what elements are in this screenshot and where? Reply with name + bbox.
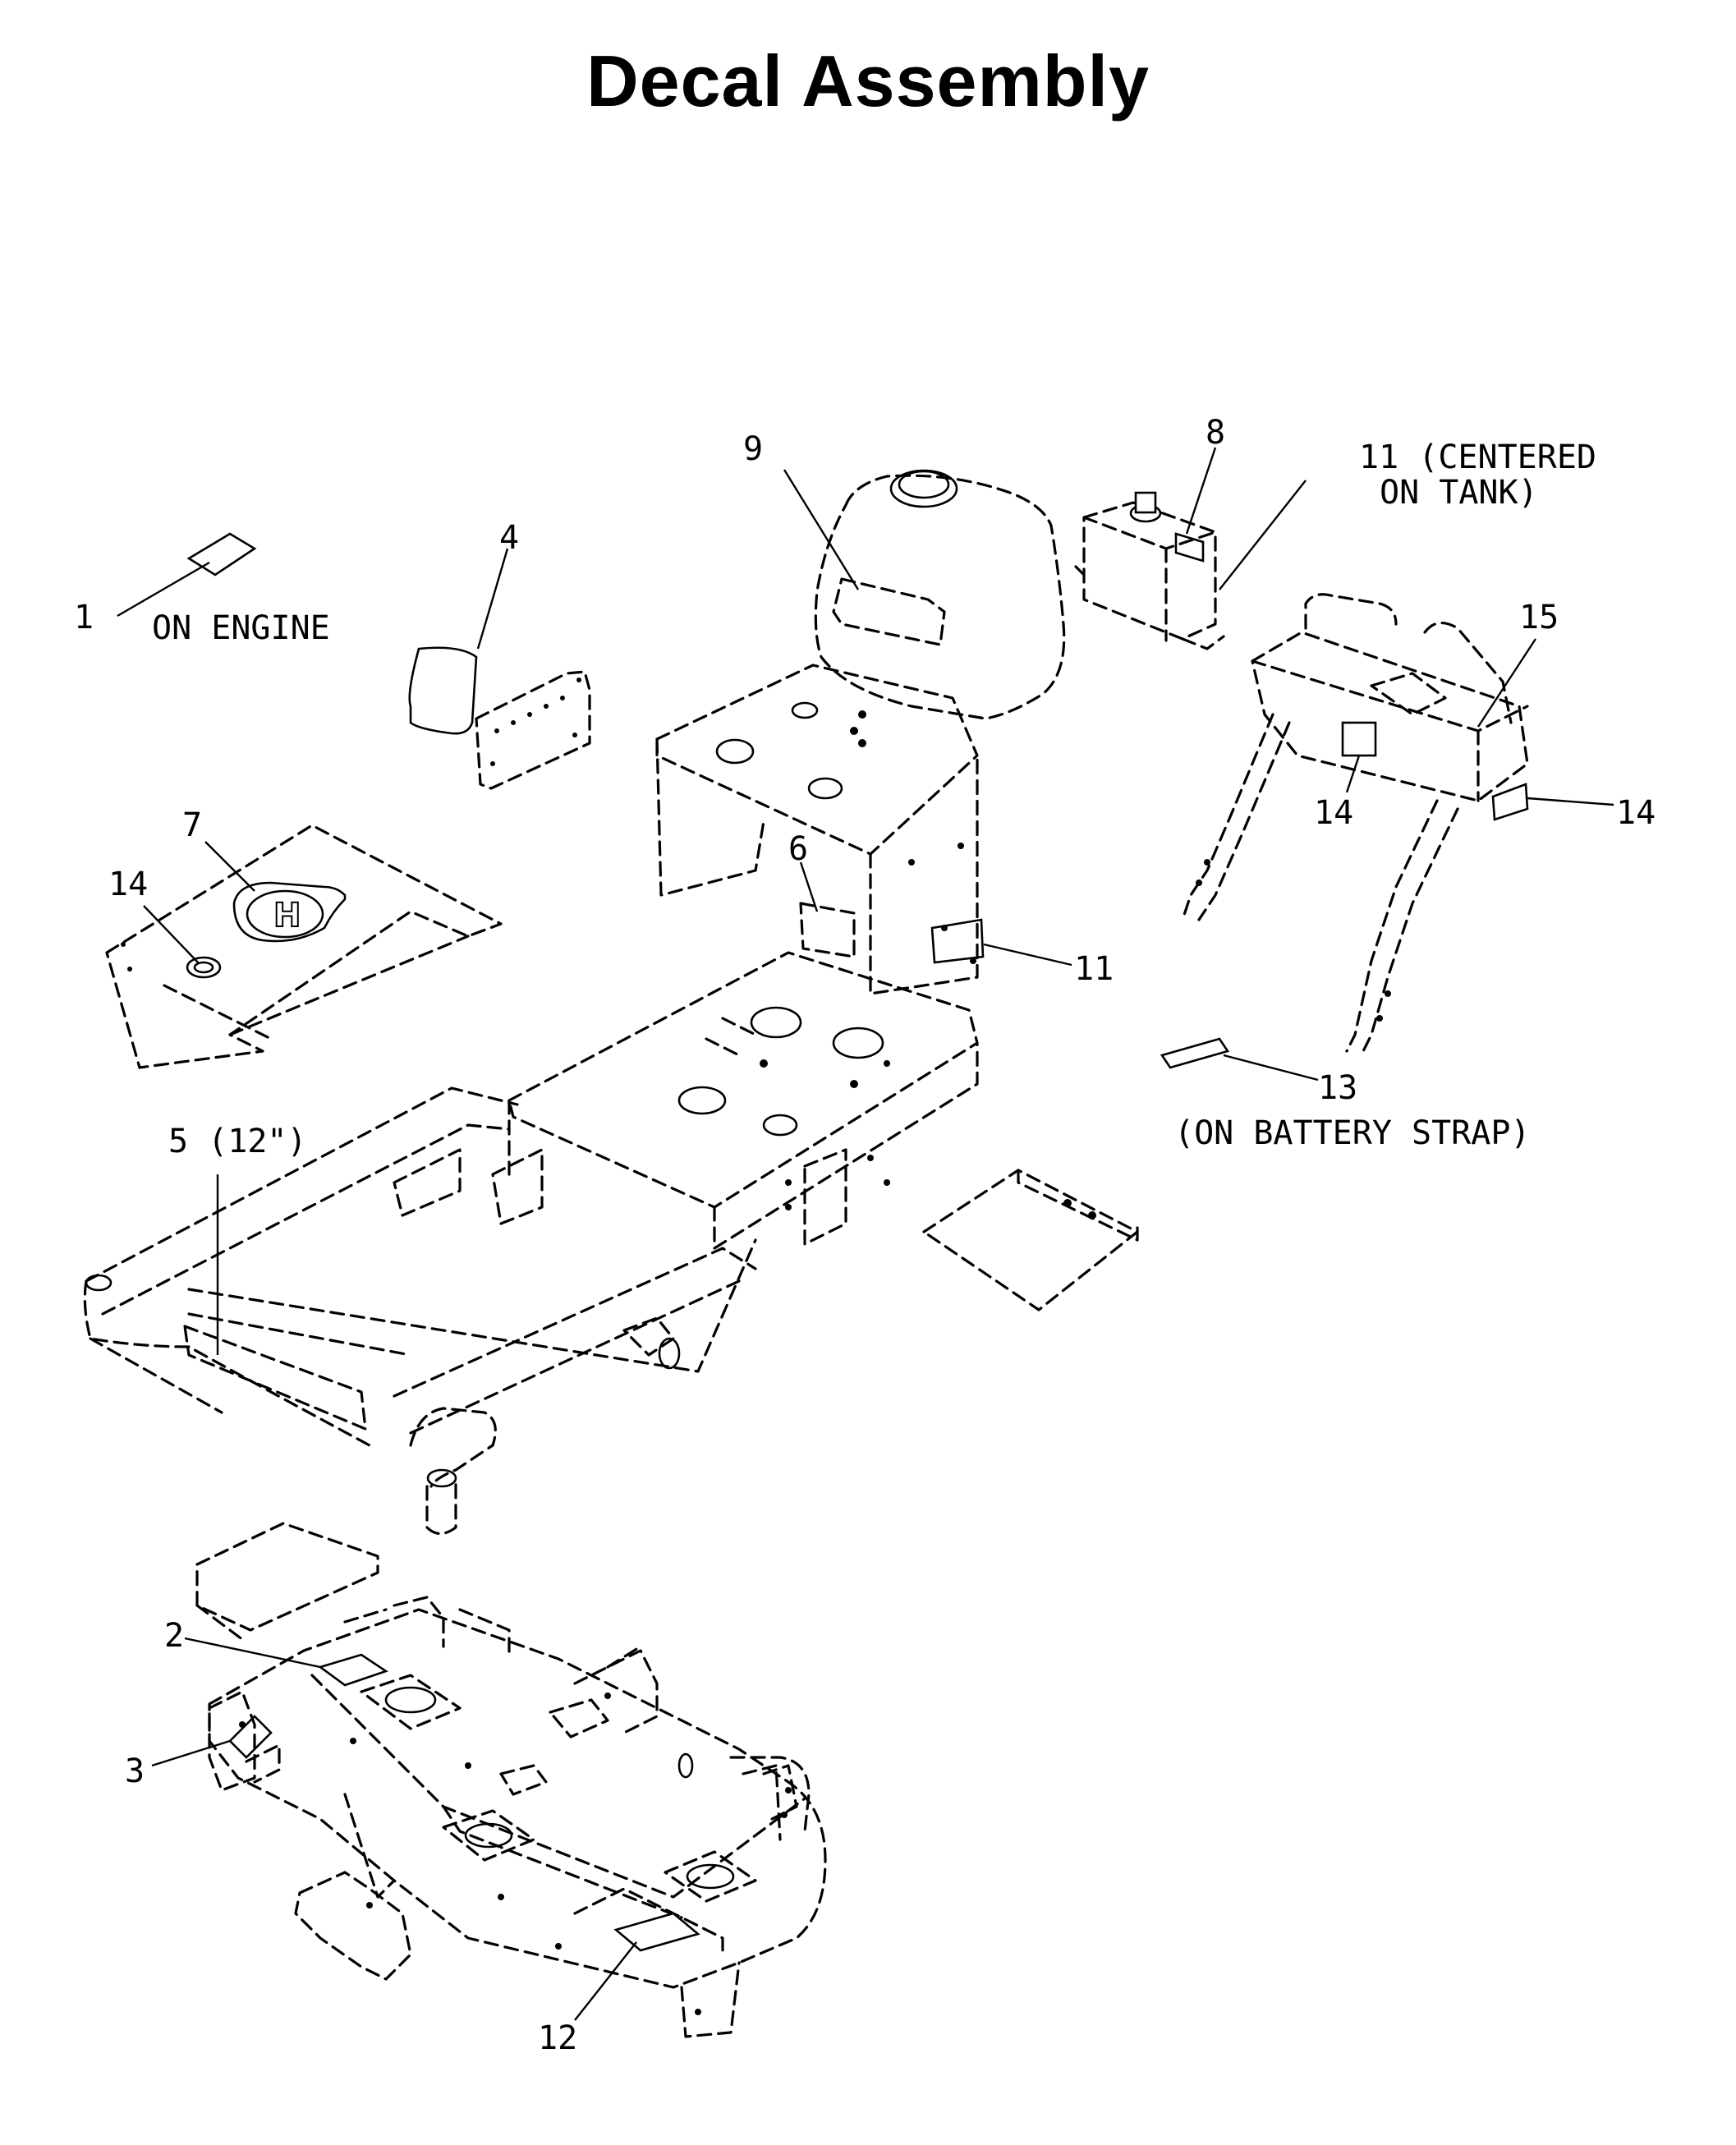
callout-labels: 1 ON ENGINE 2 3 4 5 (12") 6 7 8 9 11 (CE… xyxy=(74,414,1656,2057)
callout-14-handle-left: 14 xyxy=(1314,794,1353,832)
svg-text:H: H xyxy=(273,897,301,935)
part-1-engine-decal xyxy=(117,532,257,618)
callout-13-note: (ON BATTERY STRAP) xyxy=(1174,1114,1530,1152)
callout-8: 8 xyxy=(1206,414,1225,452)
engine-hood: H xyxy=(105,824,503,1069)
callout-7: 7 xyxy=(182,806,202,844)
part-11-side-decal xyxy=(930,918,1072,967)
part-2-decal xyxy=(318,1653,388,1687)
callout-12: 12 xyxy=(538,2019,577,2057)
part-14-hood-decal xyxy=(186,956,222,979)
mower-deck xyxy=(151,1522,827,2038)
callout-5: 5 (12") xyxy=(168,1123,307,1160)
callout-4: 4 xyxy=(499,519,519,557)
handle-assembly xyxy=(1181,593,1614,1053)
callout-3: 3 xyxy=(125,1752,145,1790)
seat-pan-frame xyxy=(655,664,979,995)
console-panel xyxy=(475,670,591,790)
callout-13: 13 xyxy=(1318,1069,1357,1107)
main-frame-chassis xyxy=(83,951,979,1536)
hydraulic-tank xyxy=(1074,447,1307,650)
callout-14-hood: 14 xyxy=(108,866,148,903)
callout-2: 2 xyxy=(164,1617,184,1655)
callout-11-top-line1: 11 (CENTERED xyxy=(1359,439,1596,476)
callout-14-handle-right: 14 xyxy=(1616,794,1656,832)
fuel-tank xyxy=(783,469,1066,720)
callout-15: 15 xyxy=(1519,599,1559,636)
part-4-decal xyxy=(408,548,509,735)
callout-6: 6 xyxy=(788,830,808,868)
callout-9: 9 xyxy=(743,430,763,468)
part-7-logo-decal: H xyxy=(232,881,347,943)
callout-11-side: 11 xyxy=(1074,950,1114,988)
callout-1: 1 xyxy=(74,599,94,636)
part-12-decal xyxy=(613,1912,700,1952)
callout-1-note: ON ENGINE xyxy=(152,609,330,647)
page-title: Decal Assembly xyxy=(586,40,1150,122)
footrest-plate xyxy=(922,1169,1139,1311)
part-5-decal-strip xyxy=(183,1325,367,1431)
part-3-decal xyxy=(228,1715,273,1759)
part-6-decal xyxy=(799,861,856,958)
callout-11-top-line2: ON TANK) xyxy=(1380,474,1538,512)
part-13-battery-strap-decal xyxy=(1160,1037,1319,1082)
